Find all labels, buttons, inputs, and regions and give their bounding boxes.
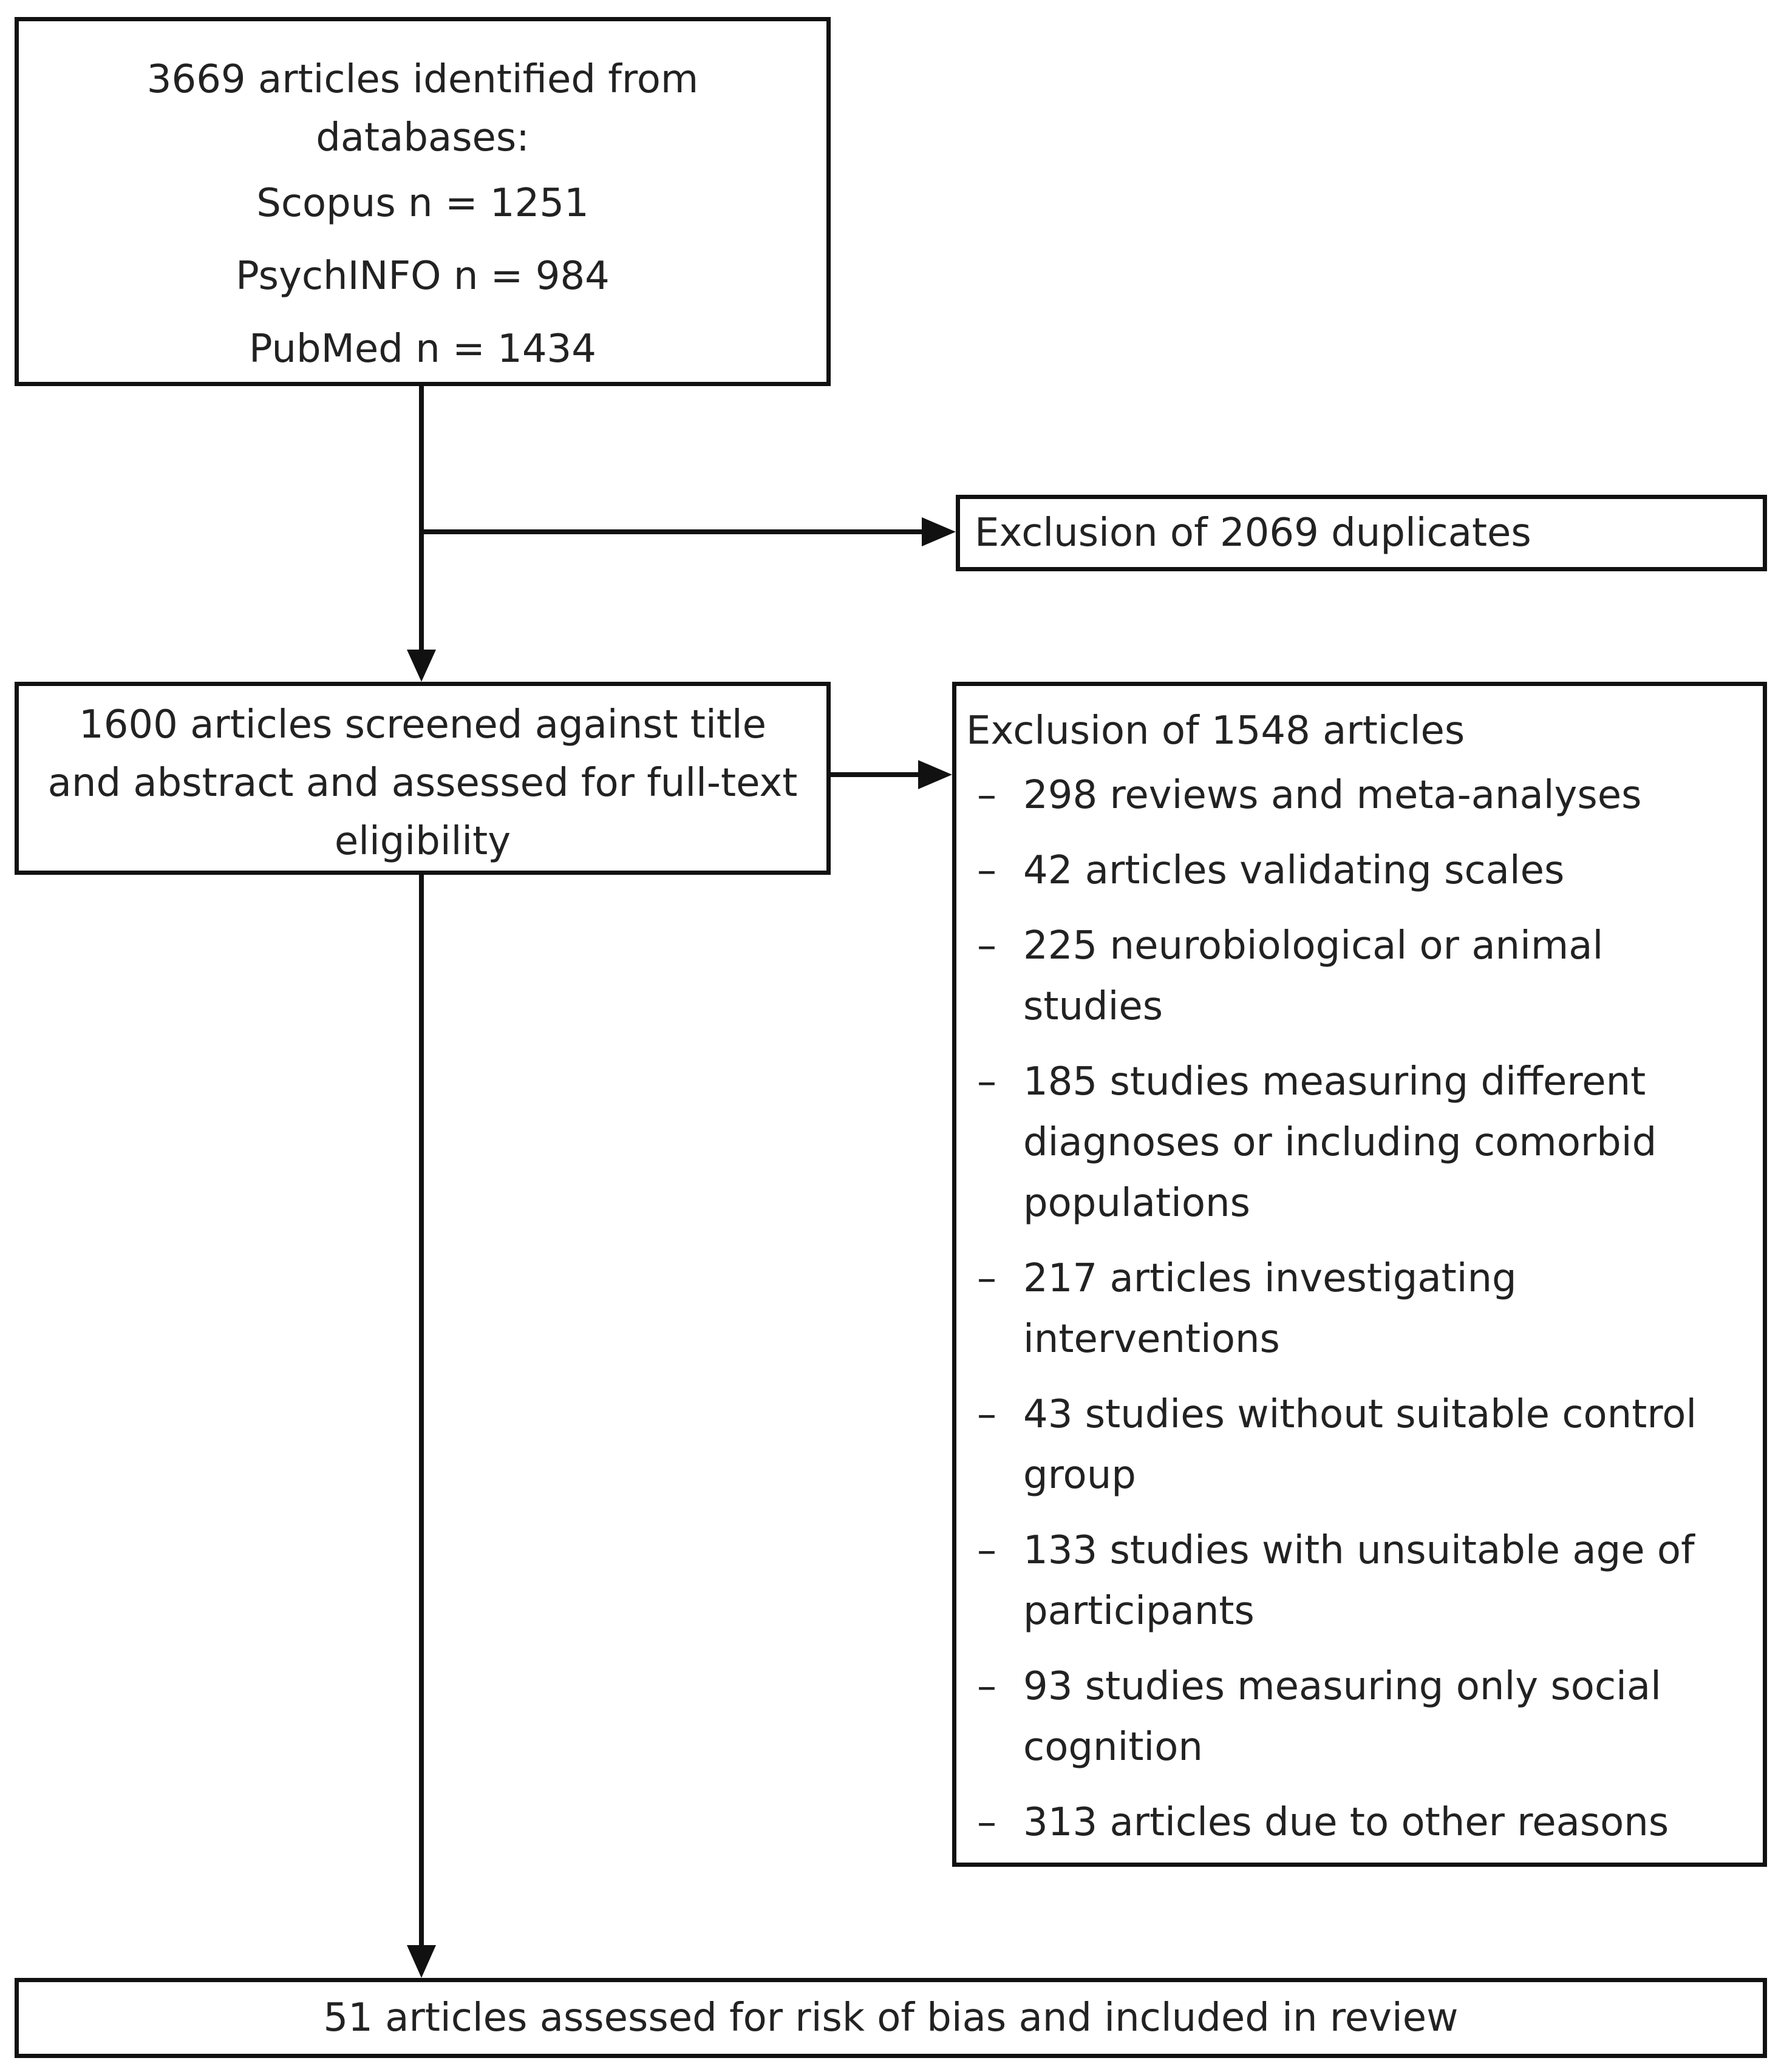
exclusion-reason-reviews: – 298 reviews and meta-analyses bbox=[966, 765, 1763, 826]
exclusion-reason-social-cognition: – 93 studies measuring only social cogni… bbox=[966, 1656, 1763, 1778]
dash-bullet: – bbox=[977, 923, 996, 968]
dash-bullet: – bbox=[977, 848, 996, 893]
identified-line-databases: databases: bbox=[316, 115, 530, 160]
reason-text: 42 articles validating scales bbox=[1023, 848, 1565, 893]
arrowhead-screened bbox=[407, 650, 436, 682]
arrowhead-duplicates bbox=[922, 517, 956, 546]
dash-bullet: – bbox=[977, 1392, 996, 1437]
exclusion-reason-control-group: – 43 studies without suitable control gr… bbox=[966, 1384, 1763, 1506]
screened-line-2: and abstract and assessed for full-text bbox=[47, 761, 798, 806]
reason-text: 43 studies without suitable control grou… bbox=[1023, 1392, 1697, 1498]
exclusion-reason-age: – 133 studies with unsuitable age of par… bbox=[966, 1520, 1763, 1642]
arrowhead-included bbox=[407, 1945, 436, 1978]
full-text-exclusions-box: Exclusion of 1548 articles – 298 reviews… bbox=[952, 682, 1767, 1867]
dash-bullet: – bbox=[977, 1800, 996, 1845]
identified-line-psychinfo: PsychINFO n = 984 bbox=[236, 254, 610, 299]
included-text: 51 articles assessed for risk of bias an… bbox=[323, 1996, 1459, 2040]
dash-bullet: – bbox=[977, 1059, 996, 1104]
reason-text: 133 studies with unsuitable age of parti… bbox=[1023, 1528, 1695, 1634]
reason-text: 217 articles investigating interventions bbox=[1023, 1256, 1517, 1362]
reason-text: 225 neurobiological or animal studies bbox=[1023, 923, 1604, 1029]
dash-bullet: – bbox=[977, 1528, 996, 1573]
dash-bullet: – bbox=[977, 773, 996, 818]
duplicates-exclusion-box: Exclusion of 2069 duplicates bbox=[956, 495, 1767, 571]
exclusion-reason-scales: – 42 articles validating scales bbox=[966, 840, 1763, 901]
included-studies-box: 51 articles assessed for risk of bias an… bbox=[15, 1978, 1767, 2058]
reason-text: 93 studies measuring only social cogniti… bbox=[1023, 1664, 1661, 1770]
reason-text: 298 reviews and meta-analyses bbox=[1023, 773, 1642, 818]
duplicates-text: Exclusion of 2069 duplicates bbox=[975, 511, 1531, 555]
dash-bullet: – bbox=[977, 1256, 996, 1301]
exclusion-reason-diagnoses: – 185 studies measuring different diagno… bbox=[966, 1051, 1763, 1234]
reason-text: 185 studies measuring different diagnose… bbox=[1023, 1059, 1657, 1226]
exclusion-reason-interventions: – 217 articles investigating interventio… bbox=[966, 1248, 1763, 1370]
screened-line-3: eligibility bbox=[334, 819, 511, 864]
reason-text: 313 articles due to other reasons bbox=[1023, 1800, 1669, 1845]
exclusion-reason-other: – 313 articles due to other reasons bbox=[966, 1792, 1763, 1853]
arrowhead-exclusions bbox=[918, 760, 952, 789]
identified-line-total: 3669 articles identified from bbox=[146, 57, 699, 102]
exclusions-heading: Exclusion of 1548 articles bbox=[966, 708, 1465, 753]
exclusion-reasons-list: – 298 reviews and meta-analyses – 42 art… bbox=[966, 765, 1763, 1853]
screened-records-box: 1600 articles screened against title and… bbox=[15, 682, 831, 875]
exclusion-reason-neurobiological: – 225 neurobiological or animal studies bbox=[966, 915, 1763, 1037]
dash-bullet: – bbox=[977, 1664, 996, 1709]
identified-line-pubmed: PubMed n = 1434 bbox=[249, 327, 596, 372]
identified-line-scopus: Scopus n = 1251 bbox=[256, 181, 589, 226]
screened-line-1: 1600 articles screened against title bbox=[78, 702, 767, 747]
identified-records-box: 3669 articles identified from databases:… bbox=[15, 17, 831, 386]
